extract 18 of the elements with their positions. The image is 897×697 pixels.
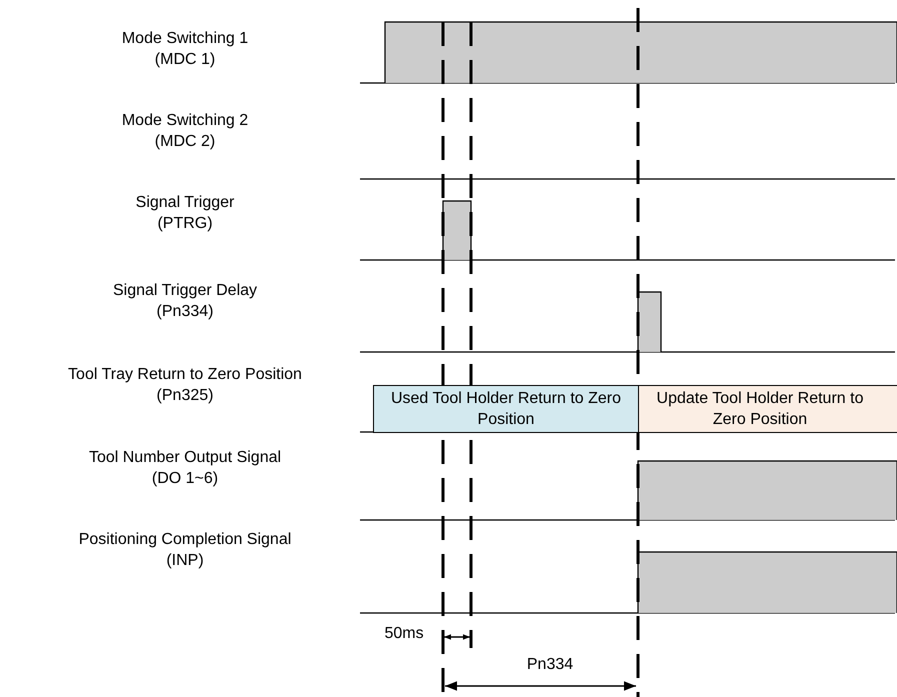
signal-name: Tool Tray Return to Zero Position	[68, 365, 302, 385]
signal-name: (PTRG)	[157, 214, 213, 234]
signal-name: Positioning Completion Signal	[78, 530, 292, 550]
signal-name: Mode Switching 1	[122, 29, 248, 49]
signal-name: (INP)	[166, 551, 204, 571]
dimension-label: Pn334	[526, 655, 574, 675]
phase-box: Update Tool Holder Return to Zero Position	[638, 385, 897, 433]
signal-name: Signal Trigger	[136, 193, 234, 213]
signal-name: (MDC 2)	[154, 132, 216, 152]
signal-name: (DO 1~6)	[152, 469, 218, 489]
signal-name: Signal Trigger Delay	[112, 281, 258, 301]
signal-name: (MDC 1)	[154, 50, 216, 70]
signal-name: (Pn325)	[156, 386, 214, 406]
signal-name: (Pn334)	[156, 302, 214, 322]
signal-name: Mode Switching 2	[122, 111, 248, 131]
dimension-label: 50ms	[384, 624, 424, 644]
phase-box: Used Tool Holder Return to Zero Position	[373, 385, 639, 433]
signal-name: Tool Number Output Signal	[88, 448, 282, 468]
